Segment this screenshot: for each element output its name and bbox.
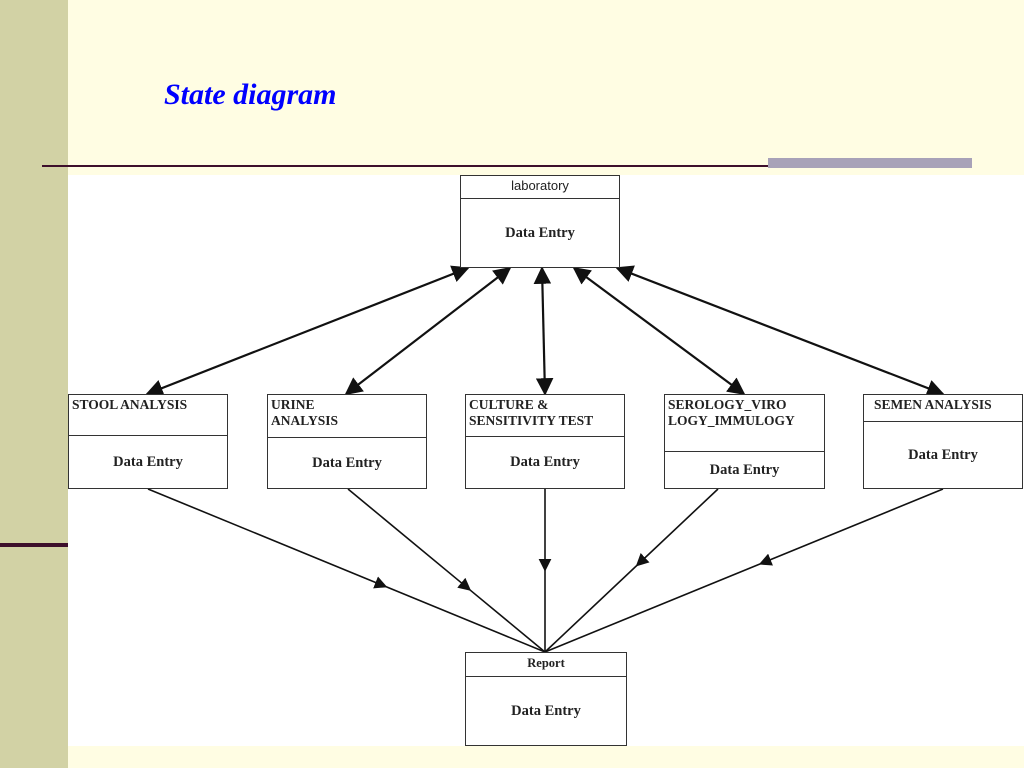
node-laboratory: laboratory Data Entry — [460, 175, 620, 268]
edge-laboratory-to-semen — [615, 265, 945, 397]
node-stool-analysis-body: Data Entry — [113, 453, 183, 470]
node-laboratory-body: Data Entry — [505, 224, 575, 241]
edge-semen-to-report — [758, 488, 944, 566]
edge-laboratory-to-culture — [533, 266, 554, 396]
node-urine-analysis-body: Data Entry — [312, 454, 382, 471]
diagram-edges — [145, 265, 945, 653]
node-laboratory-header: laboratory — [461, 176, 619, 199]
title-divider — [42, 165, 972, 167]
slide-sidebar — [0, 0, 68, 768]
edge-serology-to-report-tail — [544, 565, 638, 653]
edge-urine-to-report — [347, 488, 472, 591]
node-culture-sensitivity: CULTURE & SENSITIVITY TEST Data Entry — [465, 394, 625, 489]
accent-bar — [768, 158, 972, 168]
node-report: Report Data Entry — [465, 652, 627, 746]
node-serology: SEROLOGY_VIRO LOGY_IMMULOGY Data Entry — [664, 394, 825, 489]
edge-laboratory-to-serology — [572, 266, 746, 396]
edge-serology-to-report — [635, 488, 719, 567]
edge-urine-to-report-tail — [469, 589, 546, 653]
edge-laboratory-to-urine — [344, 266, 512, 396]
edge-semen-to-report-tail — [544, 563, 761, 653]
edge-stool-to-report — [147, 488, 388, 589]
node-report-body: Data Entry — [511, 702, 581, 719]
node-culture-sensitivity-body: Data Entry — [510, 454, 580, 470]
node-semen-analysis: SEMEN ANALYSIS Data Entry — [863, 394, 1023, 489]
edge-stool-to-report-tail — [385, 586, 546, 653]
node-culture-sensitivity-header: CULTURE & SENSITIVITY TEST — [466, 395, 624, 437]
diagram-canvas: laboratory Data Entry STOOL ANALYSIS Dat… — [68, 175, 1024, 746]
node-report-header: Report — [466, 653, 626, 677]
node-urine-analysis: URINE ANALYSIS Data Entry — [267, 394, 427, 489]
node-semen-analysis-body: Data Entry — [908, 446, 978, 463]
sidebar-divider — [0, 543, 68, 547]
node-stool-analysis: STOOL ANALYSIS Data Entry — [68, 394, 228, 489]
node-serology-body: Data Entry — [709, 461, 780, 478]
node-serology-header: SEROLOGY_VIRO LOGY_IMMULOGY — [665, 395, 824, 452]
edge-laboratory-to-stool — [145, 265, 470, 397]
node-stool-analysis-header: STOOL ANALYSIS — [69, 395, 227, 436]
slide-title: State diagram — [164, 78, 337, 111]
node-semen-analysis-header: SEMEN ANALYSIS — [864, 395, 1022, 422]
node-urine-analysis-header: URINE ANALYSIS — [268, 395, 426, 438]
